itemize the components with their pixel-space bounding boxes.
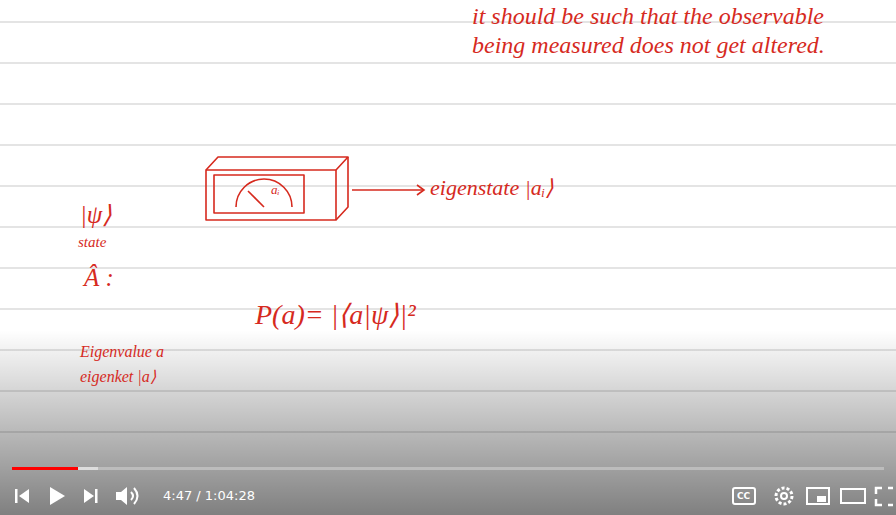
prev-bar [15,489,18,503]
time-display: 4:47 / 1:04:28 [163,488,255,503]
progress-track [12,467,884,470]
arrow-head [417,185,424,195]
arrow-shaft [352,189,424,191]
prev-icon [19,489,29,503]
progress-played [12,467,78,470]
miniplayer-icon [807,488,829,504]
state-ket: |ψ⟩ [80,200,112,229]
cc-frame [733,488,755,504]
theater-icon [841,489,865,503]
output-label: eigenstate |aᵢ⟩ [430,175,554,201]
output-arrow [352,185,424,195]
ruled-line [0,63,896,64]
annotation: Eigenvalue a [80,343,164,361]
next-icon [84,489,94,503]
play-icon [50,487,65,505]
box-side [336,157,348,220]
box-front [206,170,336,220]
volume-wave [134,488,138,504]
dial-arc [236,179,292,207]
volume-wave [131,492,133,500]
cc-button: CC [737,491,750,501]
player-controls [15,487,893,505]
settings-gear [776,488,792,504]
handwritten-note: it should be such that the observable be… [472,2,882,60]
annotation: state [78,234,106,251]
dial-needle [248,191,264,207]
dial-reading: aᵢ [271,182,280,198]
dial-window [214,175,304,213]
box-top [206,157,348,170]
ruled-line [0,227,896,228]
next-bar [95,489,98,503]
fullscreen-icon [876,488,893,505]
miniplayer-inset [817,496,826,502]
ruled-line [0,104,896,105]
player-shade [0,330,896,515]
annotation: eigenket |a⟩ [80,367,156,386]
measuring-device: aᵢ [205,155,350,221]
volume-icon [116,487,127,505]
progress-buffer [78,467,98,470]
ruled-line [0,268,896,269]
ruled-line [0,309,896,310]
ruled-line [0,145,896,146]
operator-symbol: Â : [84,264,114,292]
settings-hub [781,493,787,499]
probability-formula: P(a)= |⟨a|ψ⟩|² [255,298,416,331]
